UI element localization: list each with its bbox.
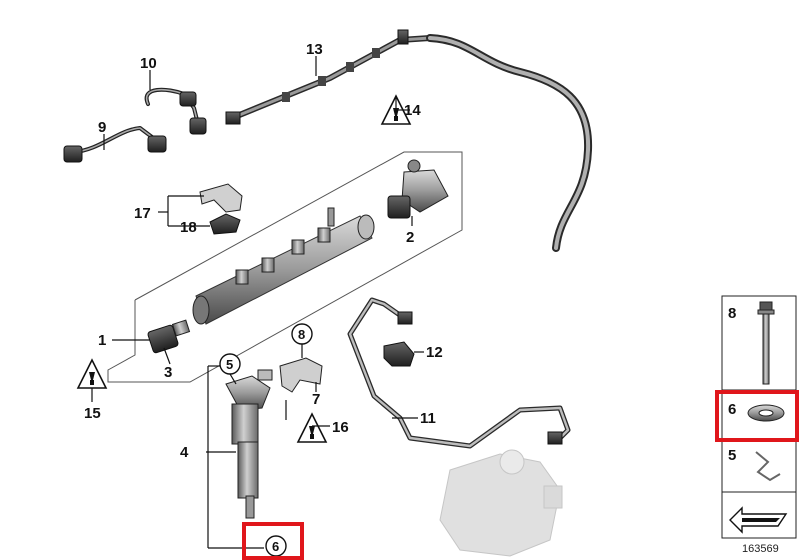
label-18: 18 (180, 219, 197, 236)
label-5: 5 (226, 357, 233, 372)
warning-triangle-15-icon (76, 358, 108, 389)
highlight-box-legend-6 (715, 390, 799, 442)
fuel-injector (225, 369, 273, 519)
label-16: 16 (332, 419, 349, 436)
fuel-rail (192, 207, 375, 325)
bracket-clip-18 (209, 213, 241, 235)
injector-clamp (279, 357, 323, 393)
legend-label-6: 6 (728, 401, 736, 418)
warning-triangle-16-icon (296, 412, 328, 443)
label-11: 11 (420, 410, 436, 427)
sensor-cable-10 (144, 87, 207, 135)
document-number: 163569 (742, 543, 779, 555)
legend-bolt-8 (757, 301, 775, 385)
legend-washer-6 (747, 404, 785, 422)
label-17: 17 (134, 205, 151, 222)
label-4: 4 (180, 444, 189, 461)
pressure-regulator (387, 159, 449, 219)
label-7: 7 (312, 391, 320, 408)
label-9: 9 (98, 119, 106, 136)
wiring-harness-13 (225, 29, 593, 252)
circle-marker-8 (291, 323, 313, 345)
leader-lines (91, 56, 424, 549)
label-10: 10 (140, 55, 157, 72)
label-6: 6 (272, 539, 279, 554)
legend-label-5: 5 (728, 447, 736, 464)
legend-panel: 8 6 5 (715, 295, 799, 539)
circle-marker-5 (219, 353, 241, 375)
label-8: 8 (298, 327, 305, 342)
label-13: 13 (306, 41, 323, 58)
page-arrow-icon (729, 506, 788, 534)
rail-assembly-outline (107, 151, 463, 383)
high-pressure-pump (439, 449, 563, 557)
label-15: 15 (84, 405, 101, 422)
rail-pressure-sensor (147, 319, 191, 354)
label-2: 2 (406, 229, 414, 246)
label-14: 14 (404, 102, 421, 119)
sensor-cable-9 (63, 126, 167, 163)
line-holder (383, 341, 415, 367)
legend-clip-5 (755, 451, 781, 482)
label-12: 12 (426, 344, 443, 361)
legend-label-8: 8 (728, 305, 736, 322)
highlight-box-main-6 (242, 522, 304, 560)
label-1: 1 (98, 332, 106, 349)
high-pressure-line (347, 297, 571, 449)
label-3: 3 (164, 364, 172, 381)
bracket-clip-17 (199, 183, 243, 213)
